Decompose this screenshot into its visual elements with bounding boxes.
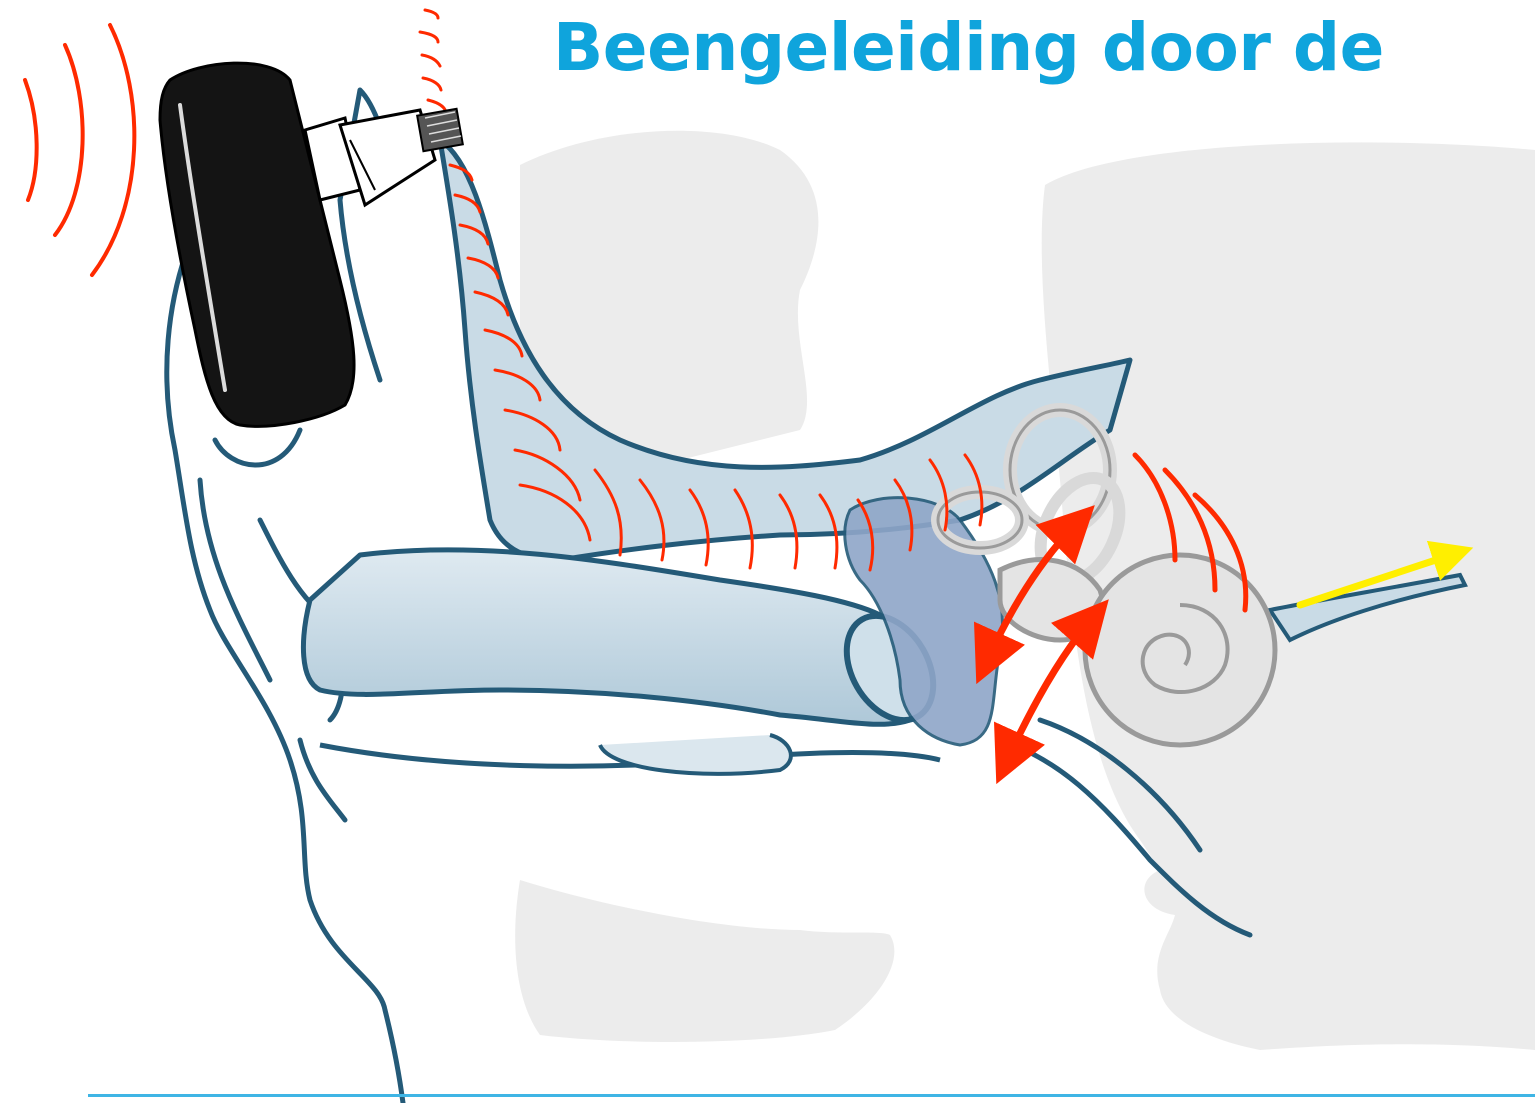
ear-canal <box>303 550 950 774</box>
footer-rule <box>88 1094 1535 1097</box>
sound-processor-icon <box>160 63 360 426</box>
sound-waves-icon <box>25 25 134 275</box>
